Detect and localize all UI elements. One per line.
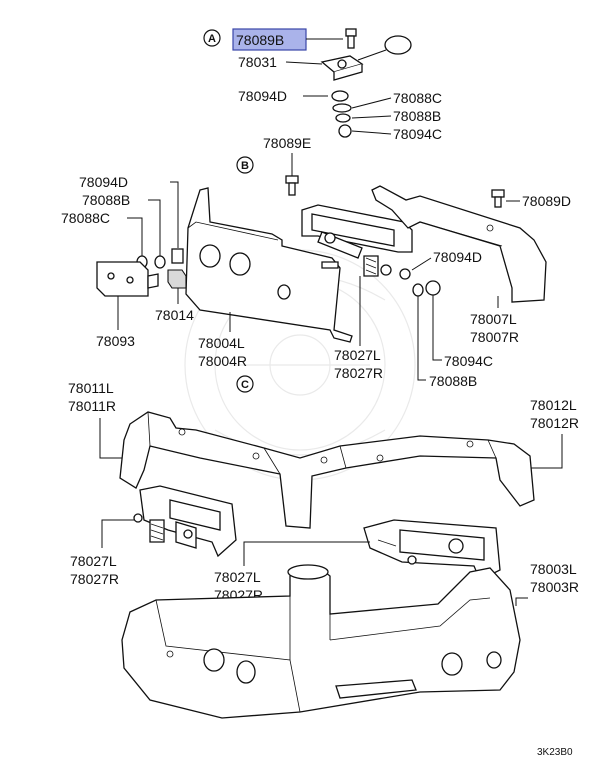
label-78094D-top[interactable]: 78094D bbox=[238, 88, 287, 104]
bolt-78089D bbox=[491, 189, 505, 208]
label-78027R-left[interactable]: 78027R bbox=[70, 571, 119, 587]
label-78011R[interactable]: 78011R bbox=[68, 398, 116, 414]
label-78094D-right[interactable]: 78094D bbox=[433, 249, 482, 265]
label-78089E[interactable]: 78089E bbox=[263, 135, 311, 151]
label-78012L[interactable]: 78012L bbox=[530, 397, 577, 413]
label-78031[interactable]: 78031 bbox=[238, 54, 277, 70]
label-78088B-left[interactable]: 78088B bbox=[82, 192, 130, 208]
ring-pin-78031 bbox=[320, 35, 412, 81]
bolt-78089B bbox=[345, 28, 357, 49]
frame-78011-78012 bbox=[119, 411, 535, 529]
cover-78007 bbox=[371, 185, 547, 303]
label-78088C-left[interactable]: 78088C bbox=[61, 210, 110, 226]
svg-text:C: C bbox=[241, 379, 249, 391]
label-78011L[interactable]: 78011L bbox=[68, 380, 114, 396]
label-78027R-mid[interactable]: 78027R bbox=[334, 365, 383, 381]
plate-78004 bbox=[185, 187, 353, 343]
label-78088B-top[interactable]: 78088B bbox=[393, 108, 441, 124]
label-78089B[interactable]: 78089B bbox=[236, 32, 284, 48]
latch-78027-low bbox=[363, 519, 501, 581]
label-78094C-top[interactable]: 78094C bbox=[393, 126, 442, 142]
label-78012R[interactable]: 78012R bbox=[530, 415, 579, 431]
svg-text:A: A bbox=[208, 33, 216, 45]
label-78093[interactable]: 78093 bbox=[96, 333, 135, 349]
label-78088B-right[interactable]: 78088B bbox=[429, 373, 477, 389]
label-78094D-left[interactable]: 78094D bbox=[79, 174, 128, 190]
label-78007R[interactable]: 78007R bbox=[470, 329, 519, 345]
callout-c: C bbox=[236, 375, 254, 393]
label-78027L-mid[interactable]: 78027L bbox=[334, 347, 381, 363]
label-78004R[interactable]: 78004R bbox=[198, 353, 247, 369]
label-78003L[interactable]: 78003L bbox=[530, 561, 577, 577]
bracket-78093 bbox=[96, 261, 159, 297]
label-78027L-low[interactable]: 78027L bbox=[214, 569, 261, 585]
latch-78027-mid bbox=[301, 204, 413, 280]
bolt-78089E bbox=[285, 175, 299, 196]
label-78088C-top[interactable]: 78088C bbox=[393, 90, 442, 106]
label-78027L-left[interactable]: 78027L bbox=[70, 553, 117, 569]
diagram-code: 3K23B0 bbox=[537, 747, 573, 758]
label-78003R[interactable]: 78003R bbox=[530, 579, 579, 595]
callout-a: A bbox=[203, 29, 221, 47]
label-78014[interactable]: 78014 bbox=[155, 307, 194, 323]
label-78007L[interactable]: 78007L bbox=[470, 311, 517, 327]
block-78014 bbox=[167, 269, 187, 289]
latch-78027-left bbox=[133, 485, 237, 558]
svg-text:B: B bbox=[241, 160, 249, 172]
label-78094C-right[interactable]: 78094C bbox=[444, 353, 493, 369]
callout-b: B bbox=[236, 156, 254, 174]
label-78089D[interactable]: 78089D bbox=[522, 193, 571, 209]
nut-stack-top bbox=[331, 90, 352, 138]
label-78004L[interactable]: 78004L bbox=[198, 335, 245, 351]
nuts-right bbox=[412, 280, 441, 297]
base-78003 bbox=[121, 564, 521, 719]
